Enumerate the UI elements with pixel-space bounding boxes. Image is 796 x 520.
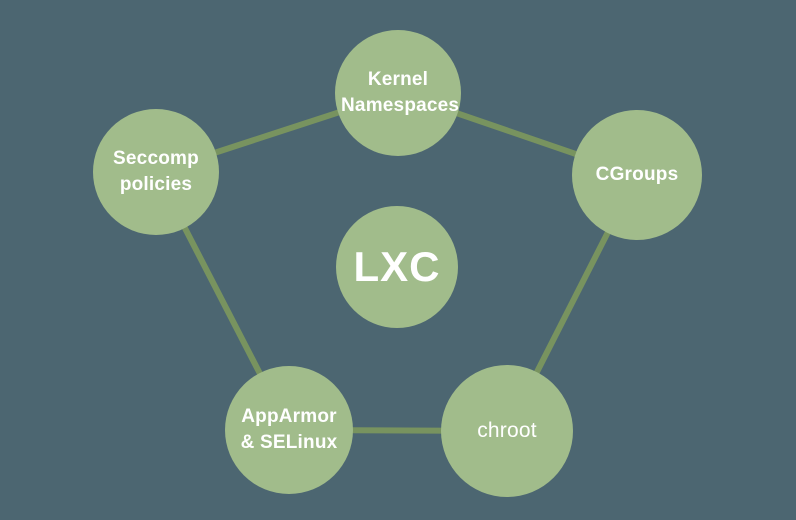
node-apparmor-selinux: AppArmor & SELinux xyxy=(225,366,353,494)
node-chroot: chroot xyxy=(441,365,573,497)
node-cgroups: CGroups xyxy=(572,110,702,240)
node-kernel-namespaces: Kernel Namespaces xyxy=(335,30,461,156)
node-kernel-namespaces-label: Kernel Namespaces xyxy=(341,69,460,116)
node-lxc-label: LXC xyxy=(353,242,441,290)
node-lxc-center: LXC xyxy=(336,206,458,328)
node-chroot-label: chroot xyxy=(477,418,537,442)
node-seccomp-policies-label: Seccomp policies xyxy=(113,148,199,195)
node-seccomp-policies: Seccomp policies xyxy=(93,109,219,235)
node-cgroups-label: CGroups xyxy=(595,164,679,186)
node-apparmor-selinux-label: AppArmor & SELinux xyxy=(240,406,338,453)
